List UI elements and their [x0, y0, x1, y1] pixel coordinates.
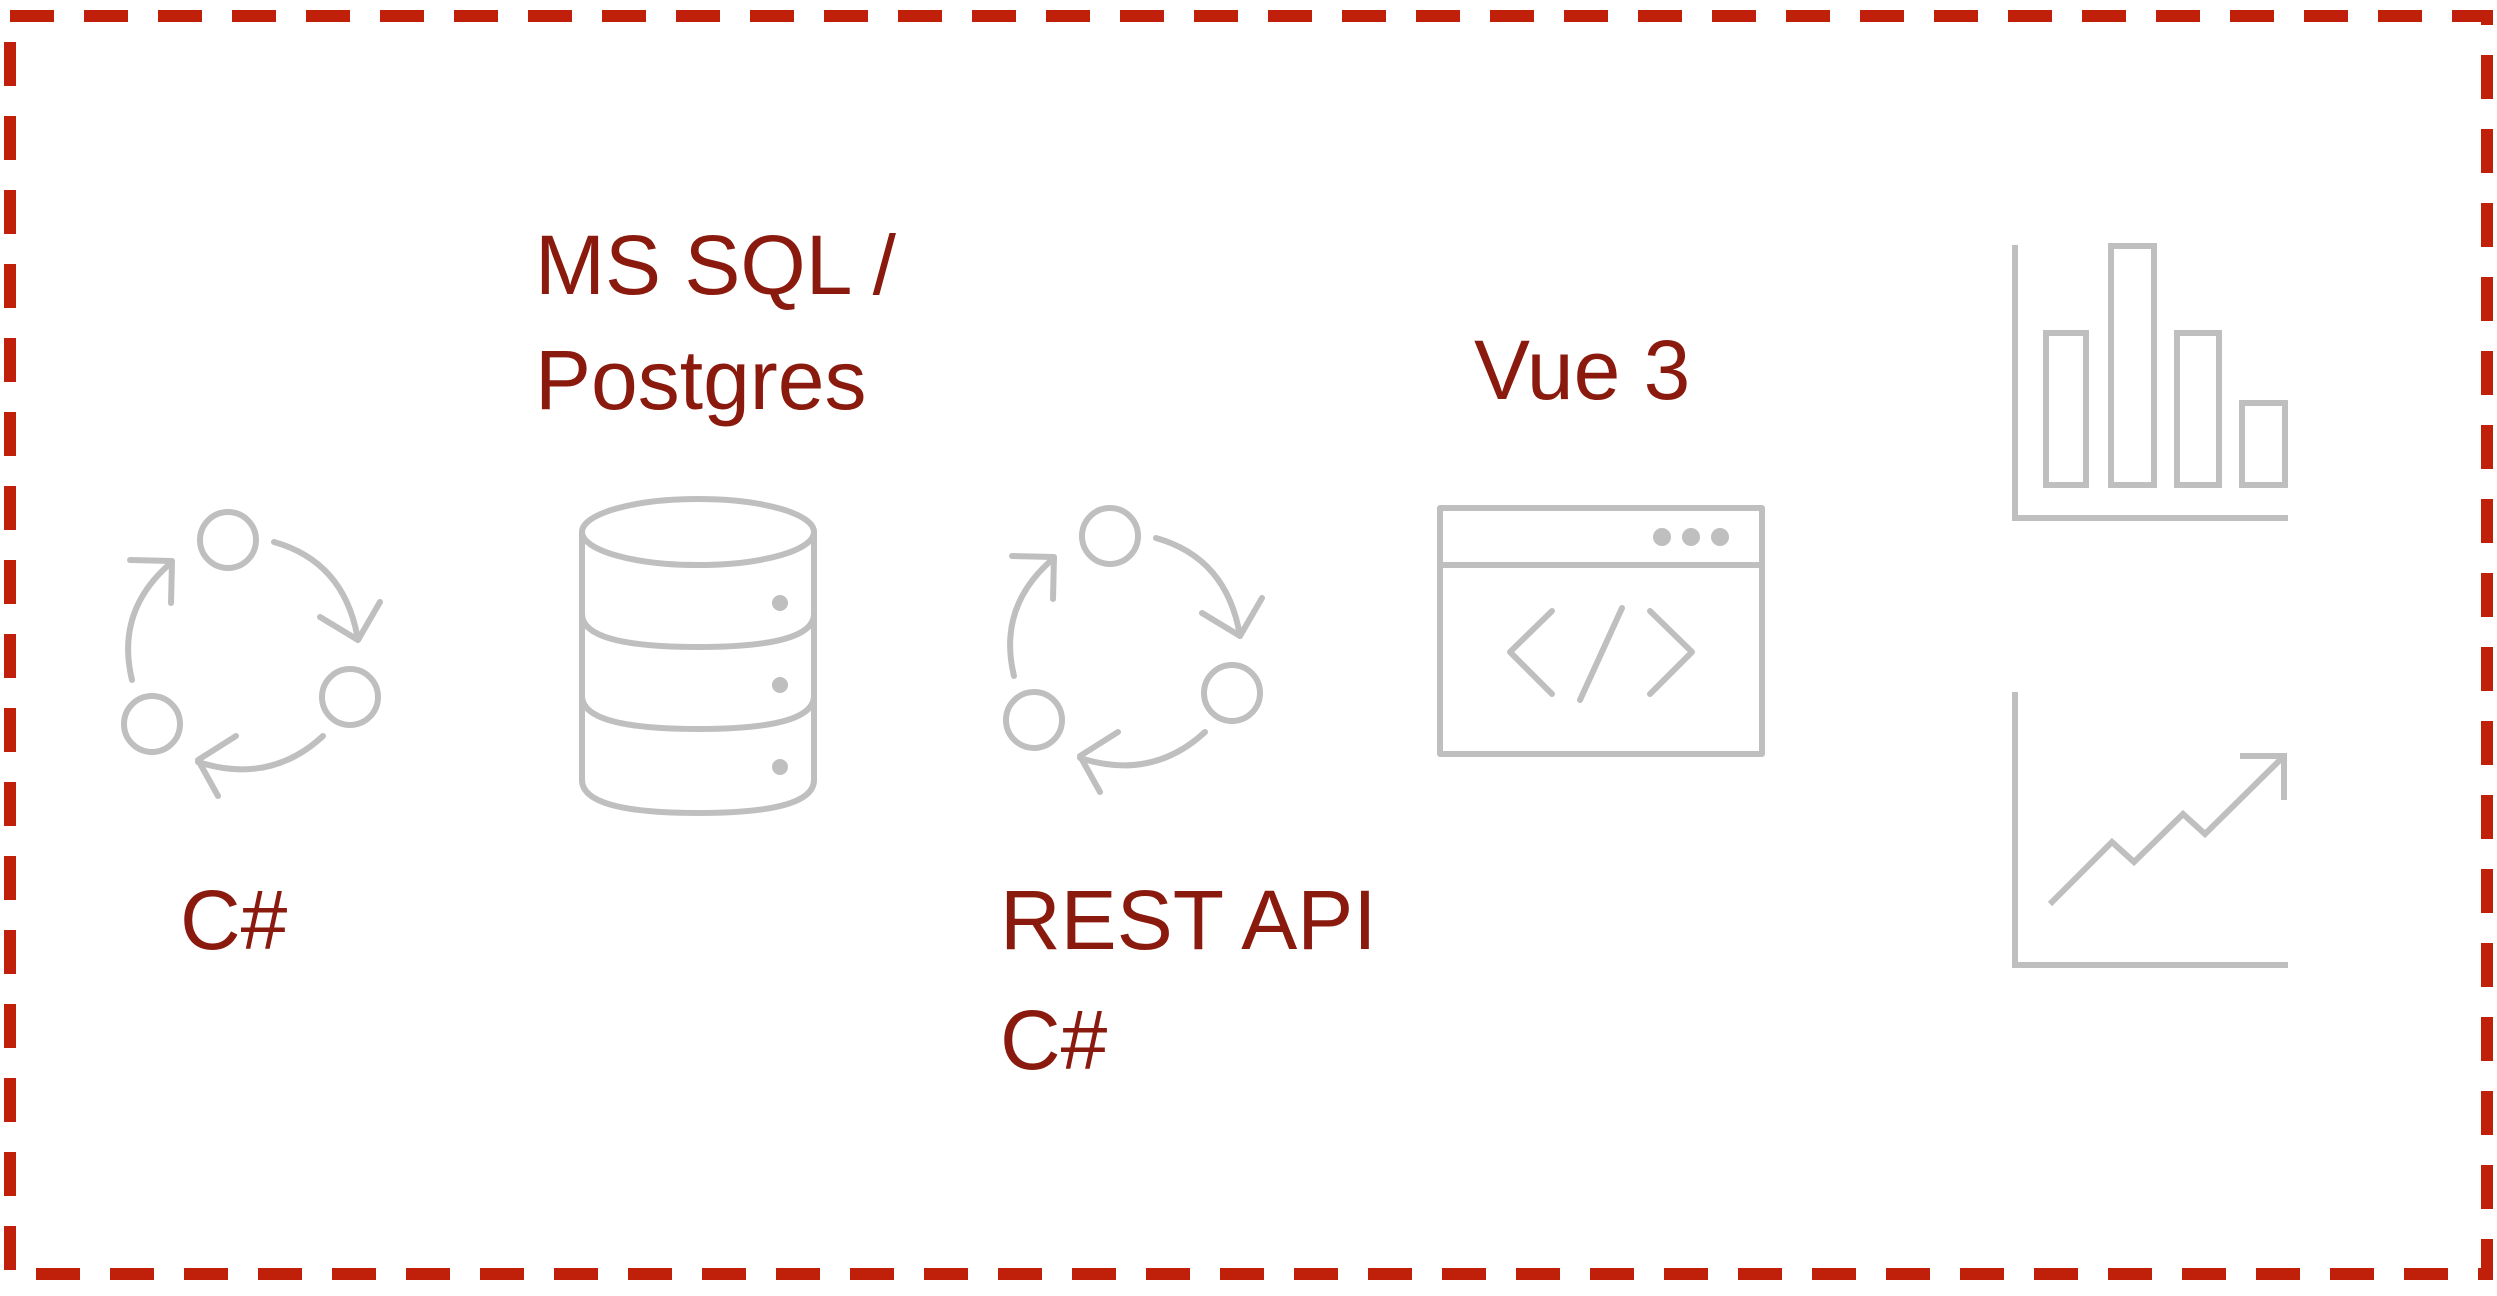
cycle-arrows-icon	[121, 509, 383, 799]
trend-chart-icon	[2012, 692, 2288, 968]
cycle-arrows-icon	[1003, 505, 1265, 795]
frontend-label: Vue 3	[1474, 323, 1691, 417]
browser-code-icon	[1437, 505, 1765, 757]
database-label-line2: Postgres	[535, 333, 867, 427]
database-label-line1: MS SQL /	[535, 218, 896, 312]
api-label-line2: C#	[1000, 993, 1108, 1087]
bar-chart-icon	[2012, 243, 2288, 521]
dashed-frame	[4, 10, 2493, 1280]
api-label-line1: REST API	[1000, 873, 1377, 967]
csharp-label: C#	[180, 873, 288, 967]
database-icon	[579, 496, 817, 816]
